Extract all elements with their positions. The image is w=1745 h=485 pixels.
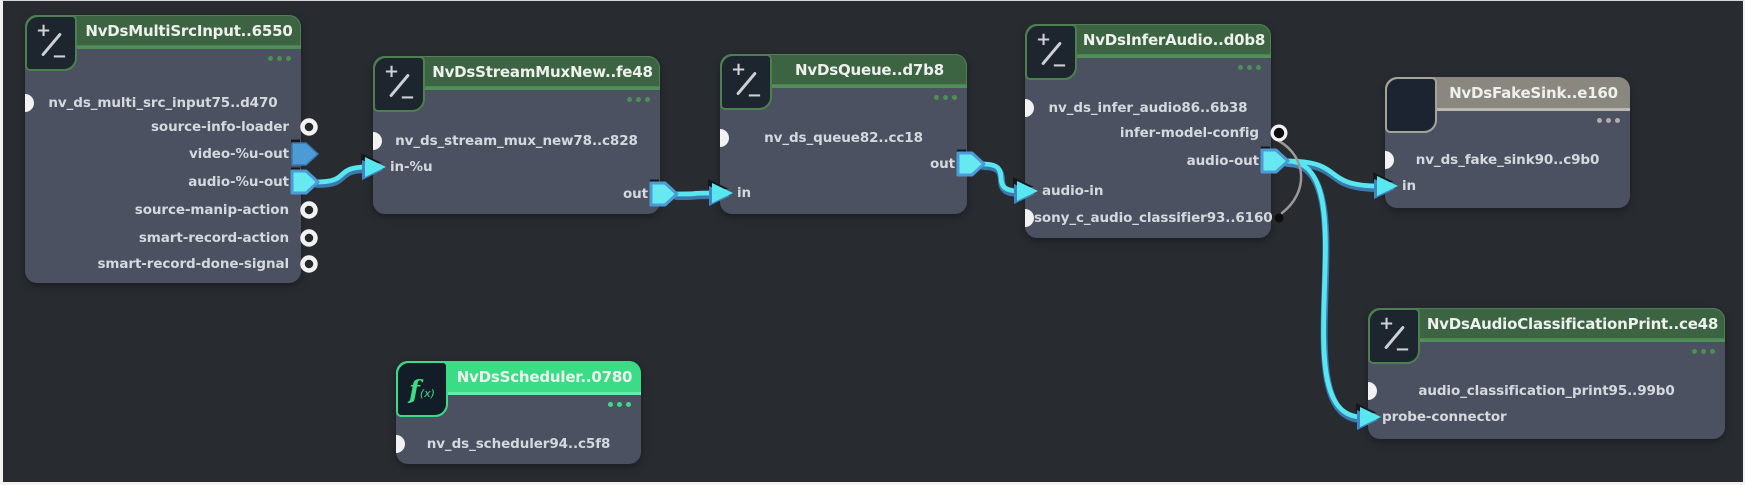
node-header[interactable]: NvDsAudioClassificationPrint..ce48	[1368, 308, 1725, 342]
port-label-msi-source-manip-action: source-manip-action	[134, 202, 289, 218]
port-msi-video-out[interactable]	[291, 139, 319, 166]
node-title: NvDsScheduler..0780	[456, 367, 633, 386]
port-fs-handle[interactable]	[1385, 151, 1394, 169]
port-fs-in[interactable]	[1373, 172, 1398, 199]
port-label-ia-handle: nv_ds_infer_audio86..6b38	[1048, 100, 1248, 116]
plus-minus-icon: +−	[1368, 308, 1420, 364]
port-acp-handle[interactable]	[1368, 382, 1377, 400]
wire-w-audio-to-mux[interactable]	[314, 164, 371, 188]
port-msi-smart-record-action[interactable]	[300, 229, 318, 247]
node-title: NvDsFakeSink..e160	[1449, 83, 1618, 102]
wire-w-mux-to-queue[interactable]	[673, 190, 718, 200]
function-icon: f(x)	[396, 361, 448, 417]
port-label-q-out: out	[929, 156, 955, 172]
port-msi-handle[interactable]	[25, 94, 34, 112]
port-label-acp-probe: probe-connector	[1382, 409, 1507, 425]
port-label-msi-source-info-loader: source-info-loader	[150, 119, 289, 135]
port-ia-audio-in[interactable]	[1013, 177, 1038, 204]
port-ia-sony-dot[interactable]	[1274, 213, 1284, 223]
plus-minus-glyph: +−	[384, 61, 415, 108]
port-q-handle[interactable]	[720, 129, 729, 147]
port-smx-in[interactable]	[361, 153, 386, 180]
plus-minus-icon: +−	[25, 15, 77, 71]
port-label-ia-config: infer-model-config	[1119, 125, 1259, 141]
port-acp-probe[interactable]	[1356, 403, 1381, 430]
port-ia-sony[interactable]	[1025, 209, 1034, 227]
node-multisrc[interactable]: NvDsMultiSrcInput..6550 +− nv_ds_multi_src…	[25, 15, 301, 283]
node-menu-dots-icon	[934, 95, 957, 100]
port-label-smx-out: out	[622, 186, 648, 202]
port-label-msi-audio-out: audio-%u-out	[188, 174, 289, 190]
port-msi-smart-record-done[interactable]	[300, 255, 318, 273]
port-sch-handle[interactable]	[396, 435, 405, 453]
port-label-smx-in: in-%u	[390, 159, 433, 175]
wire-layer	[25, 94, 1398, 453]
blank-icon	[1385, 77, 1437, 133]
node-streammux[interactable]: NvDsStreamMuxNew..fe48 +− nv_ds_stream_mux…	[373, 56, 660, 214]
port-q-out[interactable]	[956, 149, 986, 177]
node-scheduler[interactable]: NvDsScheduler..0780 f(x) nv_ds_scheduler94…	[396, 361, 641, 464]
plus-minus-icon: +−	[373, 56, 425, 112]
port-label-fs-in: in	[1402, 178, 1417, 194]
node-menu-dots-icon	[627, 97, 650, 102]
port-label-ia-sony: sony_c_audio_classifier93..6160	[1034, 210, 1273, 226]
port-label-q-in: in	[737, 185, 752, 201]
port-label-msi-video-out: video-%u-out	[188, 146, 289, 162]
node-title: NvDsStreamMuxNew..fe48	[432, 62, 653, 81]
port-msi-audio-out[interactable]	[290, 167, 320, 195]
node-menu-dots-icon	[1238, 65, 1261, 70]
plus-minus-glyph: +−	[731, 59, 762, 106]
port-label-ia-audio-out: audio-out	[1186, 153, 1259, 169]
port-label-acp-handle: audio_classification_print95..99b0	[1418, 383, 1675, 399]
node-title: NvDsInferAudio..d0b8	[1082, 30, 1266, 49]
port-label-msi-smart-record-done: smart-record-done-signal	[97, 256, 289, 272]
port-msi-source-info-loader[interactable]	[300, 118, 318, 136]
wire-w-infer-to-print[interactable]	[1284, 158, 1366, 423]
port-label-ia-audio-in: audio-in	[1042, 183, 1104, 199]
node-menu-dots-icon	[608, 402, 631, 407]
port-ia-config[interactable]	[1270, 124, 1288, 142]
wire-w-queue-to-infer[interactable]	[980, 161, 1023, 197]
node-layer: NvDsMultiSrcInput..6550 +− nv_ds_multi_src…	[3, 1, 1743, 482]
port-msi-source-manip-action[interactable]	[300, 201, 318, 219]
port-ia-handle[interactable]	[1025, 99, 1034, 117]
node-fakesink[interactable]: NvDsFakeSink..e160 nv_ds_fake_sink90..c9b…	[1385, 77, 1630, 208]
node-acprint[interactable]: NvDsAudioClassificationPrint..ce48 +− audi…	[1368, 308, 1725, 439]
node-menu-dots-icon	[268, 56, 291, 61]
plus-minus-icon: +−	[720, 54, 772, 110]
node-inferaudio[interactable]: NvDsInferAudio..d0b8 +− nv_ds_infer_audio8…	[1025, 24, 1273, 238]
port-label-fs-handle: nv_ds_fake_sink90..c9b0	[1415, 152, 1600, 168]
node-menu-dots-icon	[1692, 349, 1715, 354]
node-title: NvDsQueue..d7b8	[795, 60, 944, 79]
plus-minus-icon: +−	[1025, 24, 1077, 80]
plus-minus-glyph: +−	[1036, 29, 1067, 76]
port-label-msi-handle: nv_ds_multi_src_input75..d470	[48, 95, 278, 111]
node-title: NvDsAudioClassificationPrint..ce48	[1426, 314, 1719, 333]
port-label-q-handle: nv_ds_queue82..cc18	[764, 130, 923, 146]
port-smx-out[interactable]	[649, 179, 679, 207]
function-glyph: f(x)	[409, 374, 435, 404]
port-q-in[interactable]	[708, 179, 733, 206]
port-label-smx-handle: nv_ds_stream_mux_new78..c828	[395, 133, 638, 149]
wire-w-config-to-classifier[interactable]	[1277, 139, 1303, 215]
port-label-msi-smart-record-action: smart-record-action	[138, 230, 289, 246]
node-title: NvDsMultiSrcInput..6550	[85, 21, 293, 40]
port-ia-audio-out[interactable]	[1260, 146, 1290, 174]
plus-minus-glyph: +−	[1379, 313, 1410, 360]
port-smx-handle[interactable]	[373, 132, 382, 150]
plus-minus-glyph: +−	[36, 20, 67, 67]
port-label-sch-handle: nv_ds_scheduler94..c5f8	[426, 436, 611, 452]
node-menu-dots-icon	[1597, 118, 1620, 123]
